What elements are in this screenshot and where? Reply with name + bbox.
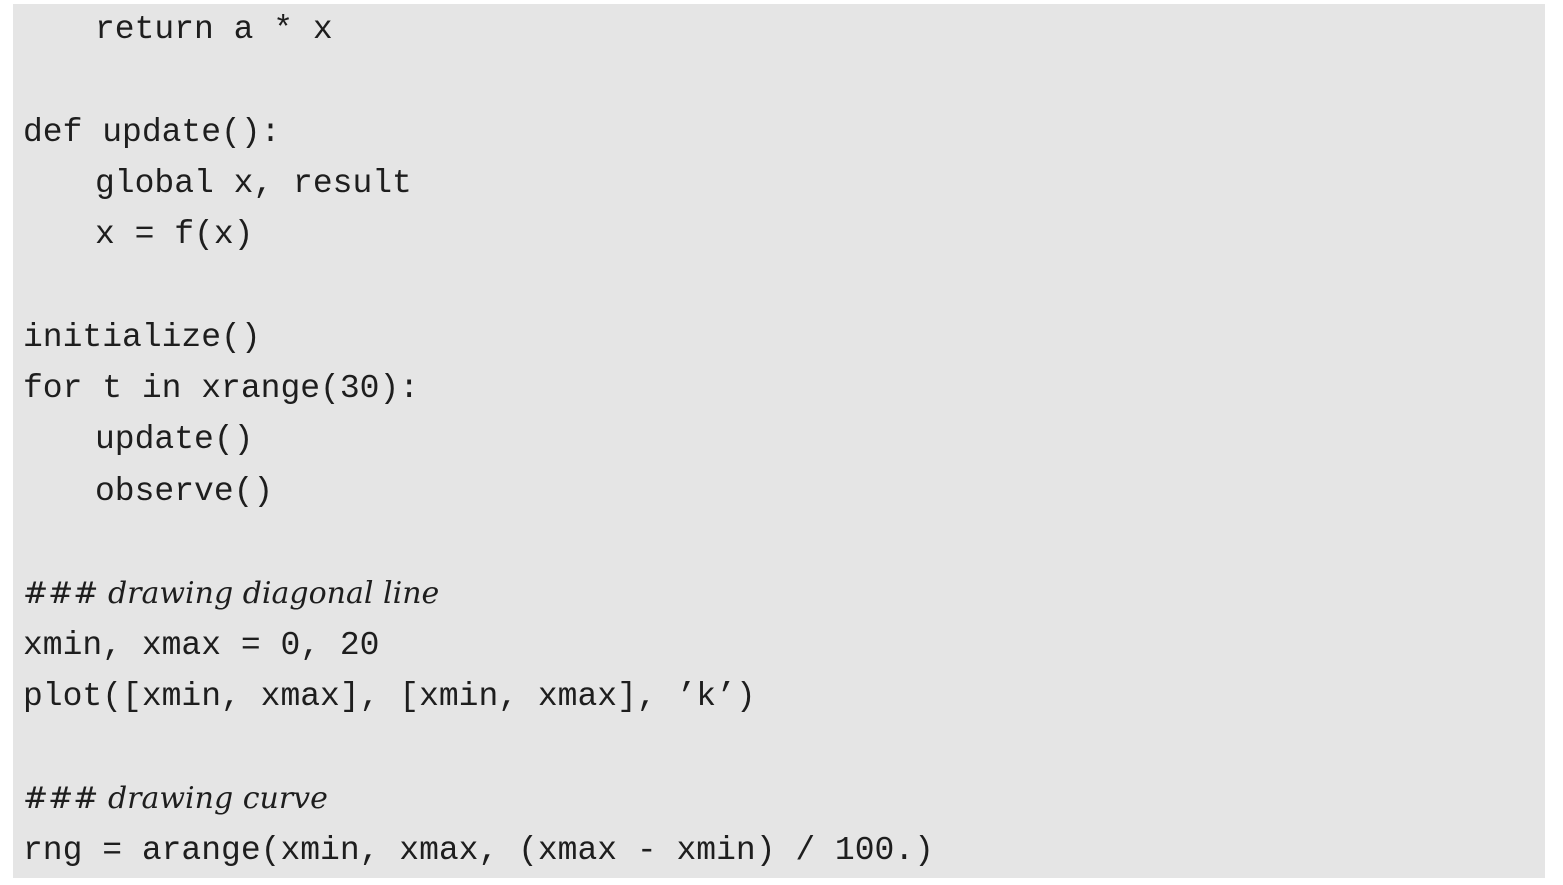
code-line-text: plot([xmin, xmax], [xmin, xmax], ’k’) bbox=[23, 677, 756, 715]
code-line: initialize() bbox=[23, 312, 934, 363]
blank-line bbox=[23, 55, 934, 106]
code-line: rng = arange(xmin, xmax, (xmax - xmin) /… bbox=[23, 825, 934, 876]
code-comment-line: ### drawing curve bbox=[23, 773, 934, 824]
code-line: return a * x bbox=[23, 4, 934, 55]
code-line-text: ### drawing curve bbox=[23, 781, 328, 817]
code-line-text: observe() bbox=[95, 472, 274, 510]
code-line: x = f(x) bbox=[23, 209, 934, 260]
code-listing-background bbox=[13, 4, 1545, 878]
code-line-text: return a * x bbox=[95, 11, 333, 48]
code-line: xmin, xmax = 0, 20 bbox=[23, 620, 934, 671]
code-line-text: x = f(x) bbox=[95, 216, 254, 254]
code-line-text: xmin, xmax = 0, 20 bbox=[23, 626, 380, 664]
code-comment-line: ### drawing diagonal line bbox=[23, 568, 934, 619]
blank-line bbox=[23, 722, 934, 773]
code-line: def update(): bbox=[23, 107, 934, 158]
code-line: update() bbox=[23, 414, 934, 465]
code-line: global x, result bbox=[23, 158, 934, 209]
code-line-text: initialize() bbox=[23, 318, 261, 356]
blank-line bbox=[23, 260, 934, 311]
code-line-text: rng = arange(xmin, xmax, (xmax - xmin) /… bbox=[23, 831, 934, 869]
code-line-text: def update(): bbox=[23, 113, 281, 151]
code-line: observe() bbox=[23, 466, 934, 517]
blank-line bbox=[23, 517, 934, 568]
code-line-text: for t in xrange(30): bbox=[23, 370, 420, 408]
code-line-text: global x, result bbox=[95, 164, 412, 202]
code-listing: return a * x def update(): global x, resul… bbox=[23, 4, 934, 876]
code-line: for t in xrange(30): bbox=[23, 363, 934, 414]
code-line-text: update() bbox=[95, 421, 254, 459]
code-line: plot([xmin, xmax], [xmin, xmax], ’k’) bbox=[23, 671, 934, 722]
code-line-text: ### drawing diagonal line bbox=[23, 576, 440, 612]
